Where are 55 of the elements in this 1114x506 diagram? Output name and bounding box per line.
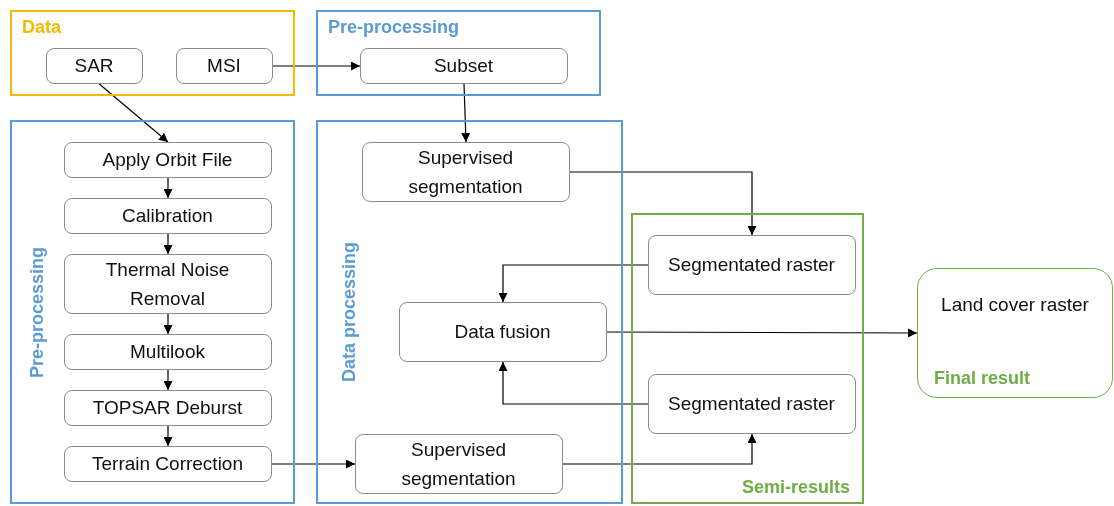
node-label: Apply Orbit File: [101, 148, 234, 172]
arrow: [163, 369, 173, 391]
process-box: [63, 389, 272, 426]
arrow: [562, 433, 757, 465]
arrow: [569, 171, 757, 236]
arrow: [498, 264, 649, 303]
arrow: [606, 328, 918, 338]
group-frame: [316, 120, 623, 504]
node-label: Supervised segmentation: [407, 145, 524, 199]
group-frame: [631, 213, 864, 504]
box-title: Final result: [933, 367, 1032, 389]
node-label: Multilook: [129, 340, 206, 364]
node-label: Segmentated raster: [667, 392, 836, 416]
node-label: Terrain Correction: [91, 452, 244, 476]
process-box: [63, 197, 272, 234]
process-box: [398, 301, 607, 362]
group-title: Pre-processing: [26, 245, 48, 380]
process-box: [63, 333, 272, 370]
group-title: Data processing: [338, 241, 360, 385]
node-label: Thermal Noise Removal: [104, 257, 231, 311]
arrow: [163, 177, 173, 199]
arrow: [461, 83, 471, 143]
node-label: Calibration: [121, 204, 214, 228]
process-box: [361, 141, 570, 202]
node-label: Land cover raster: [940, 293, 1090, 317]
arrow: [272, 61, 361, 71]
node-label: SAR: [73, 54, 115, 78]
group-title: Semi-results: [741, 476, 850, 498]
node-label: Supervised segmentation: [400, 437, 517, 491]
group-title: Pre-processing: [328, 16, 460, 38]
process-box: [647, 373, 856, 434]
process-box: [175, 47, 273, 84]
arrow: [163, 313, 173, 335]
process-box: [63, 141, 272, 178]
node-label: Segmentated raster: [667, 253, 836, 277]
group-frame: [10, 10, 295, 96]
process-box: [63, 253, 272, 314]
process-box: [45, 47, 143, 84]
group-frame: [316, 10, 601, 96]
node-label: TOPSAR Deburst: [91, 396, 244, 420]
arrow: [163, 233, 173, 255]
arrow: [271, 459, 356, 469]
arrow: [98, 83, 169, 143]
node-label: MSI: [206, 54, 242, 78]
process-box: [354, 433, 563, 494]
group-frame: [10, 120, 295, 504]
node-label: Subset: [432, 54, 495, 78]
node-label: Data fusion: [453, 320, 552, 344]
arrow: [498, 361, 649, 405]
process-box: [647, 234, 856, 295]
group-title: Data: [22, 16, 61, 38]
process-box: [63, 445, 272, 482]
arrow: [163, 425, 173, 447]
result-box: [917, 268, 1113, 398]
process-box: [359, 47, 568, 84]
